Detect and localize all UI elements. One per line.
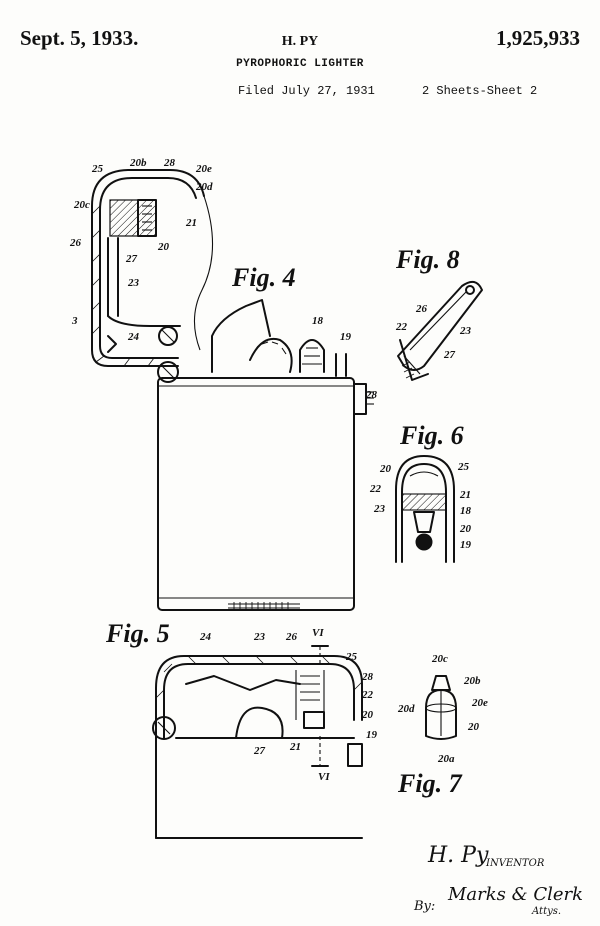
ref-numeral: 18 [460, 505, 472, 517]
ref-numeral: VI [312, 627, 324, 639]
ref-numeral: 25 [457, 461, 470, 473]
ref-numeral: 27 [443, 349, 456, 361]
ref-numeral: 20e [471, 697, 488, 709]
ref-numeral: 27 [253, 745, 266, 757]
ref-numeral: 21 [459, 489, 471, 501]
signature-block: H. Py INVENTOR By: Marks & Clerk Attys. [413, 843, 583, 917]
ref-numeral: 18 [312, 315, 324, 327]
ref-numeral: 23 [127, 277, 140, 289]
inventor-signature: H. Py [427, 843, 489, 868]
ref-numeral: 19 [460, 539, 472, 551]
ref-numeral: 28 [163, 157, 176, 169]
figure-5-label: Fig. 5 [105, 619, 170, 648]
inventor-role: INVENTOR [485, 858, 545, 869]
ref-numeral: 20b [463, 675, 481, 687]
ref-numeral: 20c [431, 653, 448, 665]
ref-numeral: 22 [369, 483, 382, 495]
ref-numeral: 22 [361, 689, 374, 701]
ref-numeral: 20 [157, 241, 170, 253]
ref-numeral: 19 [340, 331, 352, 343]
ref-numeral: 26 [69, 237, 82, 249]
ref-numeral: 23 [373, 503, 386, 515]
ref-numeral: VI [318, 771, 330, 783]
figure-5-drawing: Fig. 5 24 23 26 VI 25 28 22 20 19 27 21 … [105, 619, 378, 838]
ref-numeral: 28 [361, 671, 374, 683]
ref-numeral: 24 [127, 331, 140, 343]
attorney-signature: Marks & Clerk [447, 884, 583, 905]
figure-4-label: Fig. 4 [231, 263, 296, 292]
ref-numeral: 19 [366, 729, 378, 741]
by-label: By: [413, 899, 435, 914]
ref-numeral: 24 [199, 631, 212, 643]
ref-numeral: 20d [397, 703, 415, 715]
ref-numeral: 23 [253, 631, 266, 643]
ref-numeral: 26 [415, 303, 428, 315]
figure-8-label: Fig. 8 [395, 245, 460, 274]
ref-numeral: 25 [345, 651, 358, 663]
ref-numeral: 21 [185, 217, 197, 229]
ref-numeral: 20 [467, 721, 480, 733]
attorney-role: Attys. [531, 906, 561, 917]
ref-numeral: 25 [91, 163, 104, 175]
figure-4-reference-numerals: 25 20b 28 20e 20d 20c 21 26 20 27 23 3 2… [69, 157, 352, 343]
striking-mechanism [212, 300, 374, 414]
lighter-lid [92, 170, 213, 382]
ref-numeral: 20 [459, 523, 472, 535]
ref-numeral: 28 [365, 389, 378, 401]
figure-6-drawing: Fig. 6 20 25 22 21 18 23 20 19 [369, 421, 472, 562]
ref-numeral: 20 [379, 463, 392, 475]
ref-numeral: 20a [437, 753, 455, 765]
ref-numeral: 22 [395, 321, 408, 333]
figure-4-drawing: 25 20b 28 20e 20d 20c 21 26 20 27 23 3 2… [69, 157, 374, 610]
ref-numeral: 20b [129, 157, 147, 169]
ref-numeral: 20e [195, 163, 212, 175]
figure-8-drawing: 26 22 23 27 28 Fig. 8 [365, 245, 482, 401]
figure-6-label: Fig. 6 [399, 421, 464, 450]
ref-numeral: 20 [361, 709, 374, 721]
ref-numeral: 26 [285, 631, 298, 643]
ref-numeral: 21 [289, 741, 301, 753]
ref-numeral: 23 [459, 325, 472, 337]
ref-numeral: 20d [195, 181, 213, 193]
ref-numeral: 27 [125, 253, 138, 265]
ref-numeral: 3 [71, 315, 78, 327]
figure-7-drawing: 20c 20b 20d 20e 20 20a Fig. 7 [397, 653, 488, 798]
lighter-body [158, 378, 354, 610]
figure-7-label: Fig. 7 [397, 769, 463, 798]
ref-numeral: 20c [73, 199, 90, 211]
